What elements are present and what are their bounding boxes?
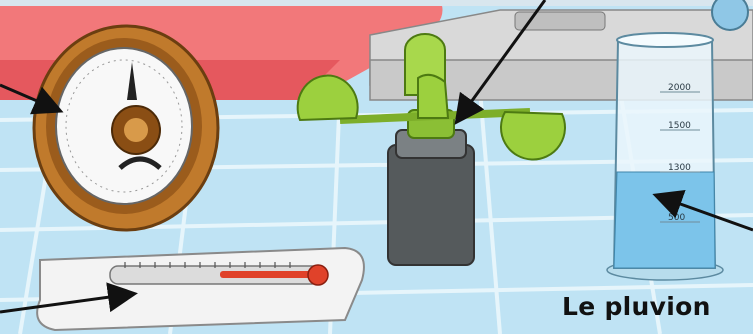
thermometer-icon xyxy=(37,248,364,330)
caption: Le pluvion xyxy=(562,292,711,321)
barometer-icon xyxy=(34,26,218,230)
wall-strip xyxy=(0,0,753,6)
scale-label-1300: 1300 xyxy=(668,163,691,173)
rain-gauge-icon: 2000 1500 1300 500 xyxy=(607,33,723,280)
scale-label-1500: 1500 xyxy=(668,121,691,131)
scale-label-500: 500 xyxy=(668,213,685,223)
counter-item-round xyxy=(712,0,748,30)
scale-label-2000: 2000 xyxy=(668,83,691,93)
